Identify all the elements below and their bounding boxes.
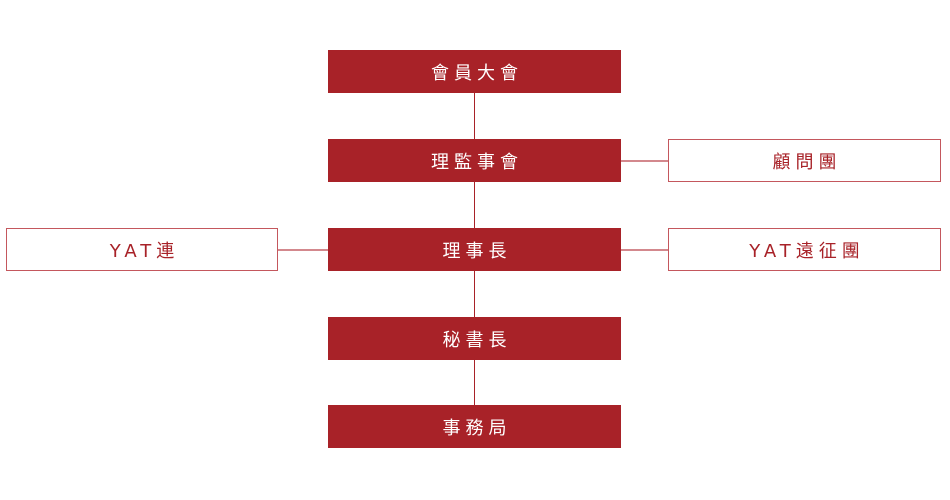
connector-board-advisors: [621, 160, 668, 162]
connector-secretary-secretariat: [474, 360, 475, 405]
node-yat-union: YAT連: [6, 228, 278, 271]
node-secretariat: 事務局: [328, 405, 621, 448]
node-member-assembly: 會員大會: [328, 50, 621, 93]
node-secretariat-label: 事務局: [442, 417, 512, 439]
connector-board-chairman: [474, 182, 475, 228]
node-yat-union-label: YAT連: [109, 240, 180, 262]
connector-chairman-secretary: [474, 271, 475, 317]
node-board: 理監事會: [328, 139, 621, 182]
node-yat-expedition: YAT遠征團: [668, 228, 941, 271]
connector-chairman-expedition: [621, 249, 668, 251]
node-chairman-label: 理事長: [442, 240, 512, 262]
node-advisors: 顧問團: [668, 139, 941, 182]
node-yat-expedition-label: YAT遠征團: [749, 240, 865, 262]
node-member-assembly-label: 會員大會: [431, 62, 523, 84]
node-secretary-general: 秘書長: [328, 317, 621, 360]
node-chairman: 理事長: [328, 228, 621, 271]
node-advisors-label: 顧問團: [772, 151, 842, 173]
connector-assembly-board: [474, 93, 475, 139]
node-secretary-general-label: 秘書長: [442, 329, 512, 351]
connector-union-chairman: [278, 249, 328, 251]
node-board-label: 理監事會: [431, 151, 523, 173]
